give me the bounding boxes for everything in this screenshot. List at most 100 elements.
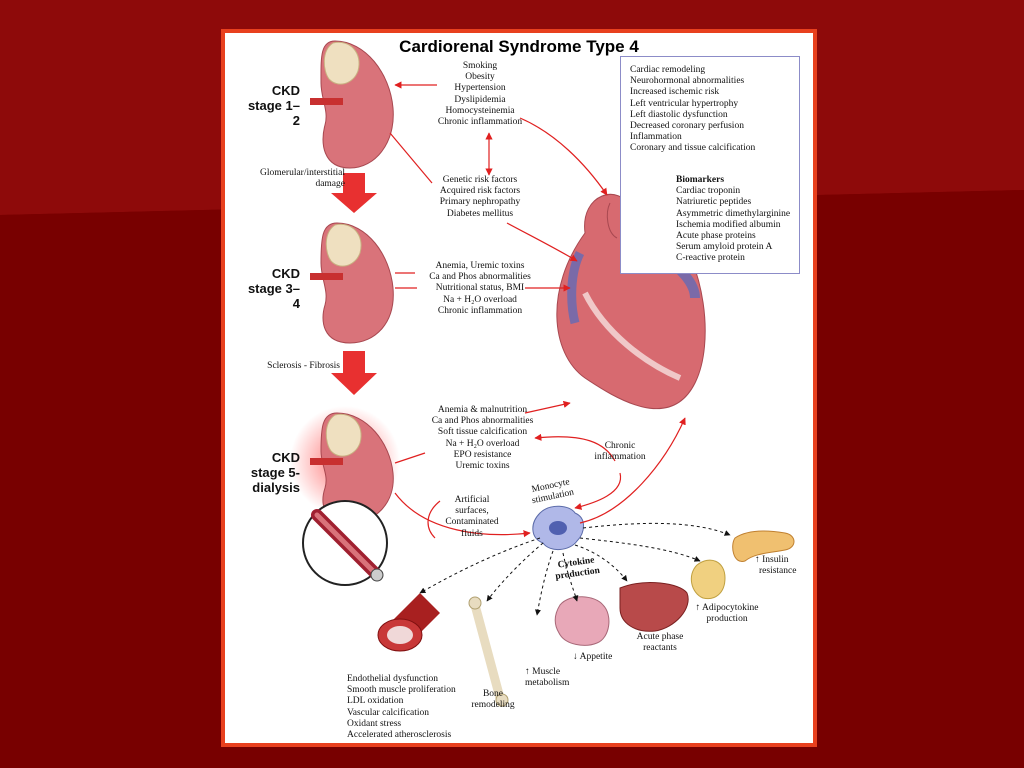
- chronic-inflammation-label: Chronic inflammation: [585, 441, 655, 463]
- diagram-panel: Cardiorenal Syndrome Type 4 CKD stage 1–…: [225, 33, 813, 743]
- artificial-line: surfaces,: [455, 506, 489, 517]
- artificial-line: Contaminated: [445, 517, 499, 528]
- bone-line: remodeling: [471, 700, 515, 711]
- adipocytokine-label: ↑ Adipocytokine production: [687, 603, 767, 625]
- stage5-factor: Na + H₂O overload: [445, 438, 520, 449]
- stage5-factor: Ca and Phos abnormalities: [431, 416, 534, 427]
- biomarker: Asymmetric dimethylarginine: [676, 208, 791, 219]
- biomarker: Natriuretic peptides: [676, 197, 752, 208]
- transition-fibrosis-line-1: Sclerosis - Fibrosis: [267, 361, 340, 371]
- biomarker: Acute phase proteins: [676, 231, 756, 242]
- slide-frame: Cardiorenal Syndrome Type 4 CKD stage 1–…: [221, 29, 817, 747]
- stage-3-line-2: stage 5-: [250, 465, 300, 480]
- insulin-line: ↑ Insulin: [755, 555, 789, 565]
- bone-line: Bone: [482, 689, 504, 699]
- adipocytokine-line: production: [706, 614, 748, 625]
- appetite-line: ↓ Appetite: [573, 652, 613, 662]
- stage-3-line-3: dialysis: [252, 480, 300, 495]
- kidney-stage-2-icon: [310, 222, 394, 344]
- page-title: Cardiorenal Syndrome Type 4: [399, 37, 639, 56]
- stage5-factor: EPO resistance: [453, 449, 512, 460]
- acute-phase-line: Acute phase: [636, 632, 684, 642]
- bone-icon: [468, 596, 509, 707]
- biomarkers-list: Biomarkers Cardiac troponin Natriuretic …: [676, 175, 796, 265]
- cardiac-effects-list: Cardiac remodeling Neurohormonal abnorma…: [630, 65, 795, 155]
- dialysis-catheter-icon: [302, 500, 388, 586]
- chronic-inflammation-line: Chronic: [604, 441, 636, 451]
- stage-label-2: CKD stage 3–4: [245, 266, 300, 311]
- stage5-factor: Anemia & malnutrition: [437, 405, 528, 415]
- progression-arrow-2: [331, 351, 377, 395]
- artificial-surfaces-label: Artificial surfaces, Contaminated fluids: [437, 495, 507, 540]
- cardiac-effects-box: Cardiac remodeling Neurohormonal abnorma…: [620, 56, 800, 274]
- cardiac-effect: Neurohormonal abnormalities: [630, 76, 745, 87]
- muscle-line: ↑ Muscle: [525, 667, 561, 677]
- stage-1-line-2: stage 1–2: [247, 98, 300, 128]
- stage5-factor: Uremic toxins: [455, 461, 510, 472]
- kidney-stage-3-icon: [310, 412, 394, 524]
- transition-damage-line-1: Glomerular/interstitial: [260, 168, 345, 178]
- stage3-factor: Nutritional status, BMI: [435, 283, 525, 294]
- blood-vessel-icon: [377, 593, 440, 652]
- stage-3-line-1: CKD: [271, 450, 300, 465]
- risk-factor: Diabetes mellitus: [446, 208, 514, 219]
- transition-fibrosis: Sclerosis - Fibrosis: [235, 361, 340, 372]
- brain-icon: [554, 596, 610, 646]
- risk-factor: Primary nephropathy: [439, 197, 521, 208]
- risk-factor: Genetic risk factors: [442, 175, 518, 185]
- stage3-factor: Anemia, Uremic toxins: [435, 261, 525, 271]
- progression-arrow-1: [331, 173, 377, 213]
- liver-icon: [619, 582, 689, 632]
- vascular-effect: Oxidant stress: [347, 718, 402, 729]
- stage1-factor: Chronic inflammation: [437, 117, 523, 128]
- biomarker: C-reactive protein: [676, 253, 745, 264]
- monocyte-icon: [532, 505, 584, 550]
- biomarker: Cardiac troponin: [676, 186, 741, 197]
- adipose-tissue-icon: [690, 559, 726, 600]
- vascular-effect: LDL oxidation: [347, 696, 404, 707]
- kidney-stage-1-icon: [310, 40, 394, 169]
- stage3-factor: Na + H₂O overload: [443, 294, 517, 305]
- stage-label-1: CKD stage 1–2: [245, 83, 300, 128]
- stage3-factor: Ca and Phos abnormalities: [429, 272, 531, 283]
- stage3-factors-list: Anemia, Uremic toxins Ca and Phos abnorm…: [415, 261, 545, 317]
- stage-2-line-2: stage 3–4: [247, 281, 300, 311]
- stage1-factor: Homocysteinemia: [445, 105, 515, 116]
- diagram-graphics: [290, 40, 795, 707]
- vascular-effect: Vascular calcification: [347, 707, 430, 718]
- vascular-effect: Endothelial dysfunction: [347, 674, 439, 684]
- muscle-line: metabolism: [525, 678, 570, 689]
- vascular-effect: Accelerated atherosclerosis: [347, 730, 452, 741]
- appetite-label: ↓ Appetite: [573, 652, 633, 663]
- vascular-effect: Smooth muscle proliferation: [347, 685, 456, 696]
- stage1-factor: Obesity: [465, 72, 495, 83]
- stage5-factor: Soft tissue calcification: [437, 427, 528, 438]
- transition-damage-line-2: damage: [315, 179, 345, 190]
- biomarkers-title: Biomarkers: [676, 175, 725, 185]
- acute-phase-line: reactants: [643, 643, 677, 654]
- vascular-effects-list: Endothelial dysfunction Smooth muscle pr…: [347, 674, 477, 741]
- risk-factors-list: Genetic risk factors Acquired risk facto…: [420, 175, 540, 220]
- stage-2-line-1: CKD: [271, 266, 300, 281]
- bone-remodeling-label: Bone remodeling: [463, 689, 523, 711]
- cardiac-effect: Inflammation: [630, 132, 682, 143]
- cardiac-effect: Decreased coronary perfusion: [630, 121, 744, 132]
- stage5-factors-list: Anemia & malnutrition Ca and Phos abnorm…: [420, 405, 545, 472]
- stage1-factor: Smoking: [462, 61, 498, 71]
- insulin-resistance-label: ↑ Insulin resistance: [755, 555, 813, 577]
- muscle-metabolism-label: ↑ Muscle metabolism: [525, 667, 585, 689]
- acute-phase-label: Acute phase reactants: [625, 632, 695, 654]
- chronic-inflammation-line: inflammation: [594, 452, 646, 463]
- stage3-factor: Chronic inflammation: [437, 305, 523, 316]
- cardiac-effect: Cardiac remodeling: [630, 65, 706, 75]
- biomarker: Serum amyloid protein A: [676, 242, 773, 253]
- insulin-line: resistance: [759, 566, 797, 577]
- stage-label-3: CKD stage 5- dialysis: [245, 450, 300, 495]
- cardiac-effect: Coronary and tissue calcification: [630, 143, 756, 154]
- stage-1-line-1: CKD: [271, 83, 300, 98]
- artificial-line: Artificial: [454, 495, 490, 505]
- cardiac-effect: Left diastolic dysfunction: [630, 109, 728, 120]
- artificial-line: fluids: [461, 528, 483, 539]
- adipocytokine-line: ↑ Adipocytokine: [695, 603, 759, 613]
- biomarker: Ischemia modified albumin: [676, 219, 781, 230]
